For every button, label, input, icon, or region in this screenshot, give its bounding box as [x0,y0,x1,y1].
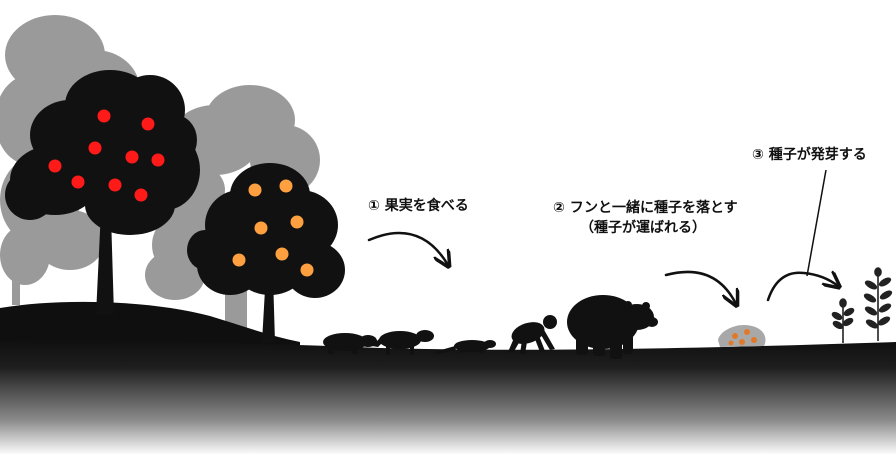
step3-label: ③ 種子が発芽する [752,147,867,163]
orange-fruit [300,263,314,277]
marten-icon [434,340,496,354]
bear-icon [567,295,658,359]
step2-label: ② フンと一緒に種子を落とす [553,200,738,216]
red-fruit [134,188,148,202]
step2-sub-label: （種子が運ばれる） [580,220,706,236]
badger-icon [323,333,377,354]
red-fruit [97,109,111,123]
ground [0,338,896,455]
red-fruit-tree-icon [5,70,200,315]
sprout-icon [863,267,893,341]
red-fruit [141,117,155,131]
sprout-icon [831,298,855,343]
dropping-with-seeds-icon [718,324,766,347]
red-fruit [48,159,62,173]
orange-fruit-tree-icon [187,163,345,342]
orange-fruit [248,183,262,197]
monkey-icon [508,315,557,354]
step1-label: ① 果実を食べる [368,198,469,214]
orange-fruit [279,179,293,193]
orange-fruit [275,247,289,261]
red-fruit [125,150,139,164]
arrow-step2 [664,270,736,304]
red-fruit [88,141,102,155]
red-fruit [71,175,85,189]
raccoon-dog-icon [372,330,434,355]
orange-fruit [232,253,246,267]
step3-leader-line [806,169,827,277]
red-fruit [151,153,165,167]
orange-fruit [254,221,268,235]
arrow-step1 [367,231,448,265]
orange-fruit [290,215,304,229]
arrow-step3 [766,273,838,302]
red-fruit [108,178,122,192]
